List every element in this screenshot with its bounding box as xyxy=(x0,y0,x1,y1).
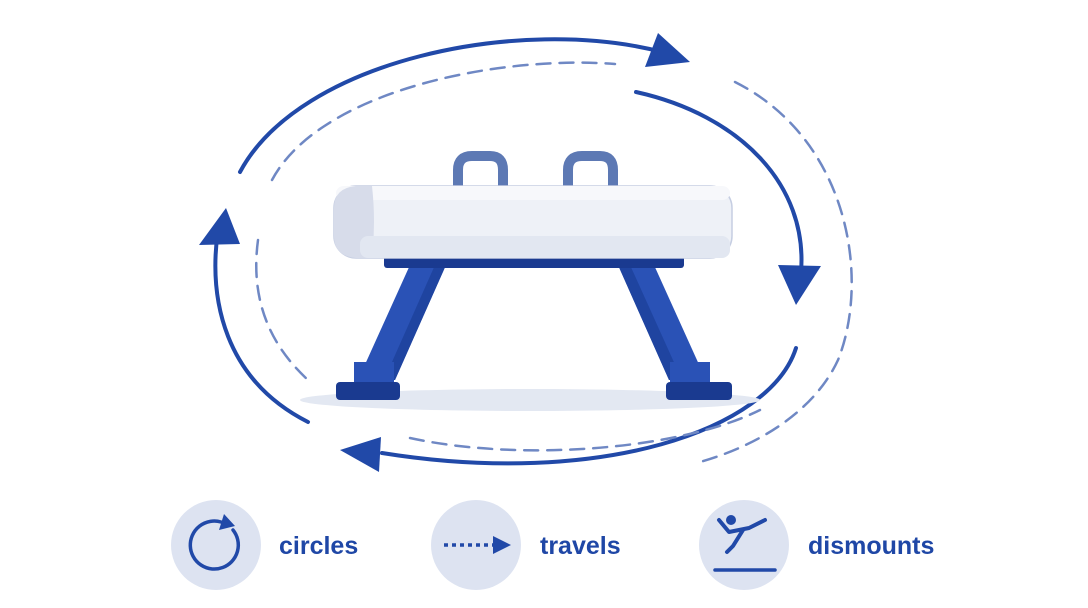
dashed-arrow-icon xyxy=(444,536,511,554)
floor-shadow xyxy=(300,389,760,411)
right-arc xyxy=(634,90,804,274)
solid-arrow-ring xyxy=(213,37,804,466)
pommel-handles xyxy=(453,151,618,193)
dashed-right-arc xyxy=(698,80,853,464)
left-arc xyxy=(213,228,310,424)
dashed-left-arc xyxy=(255,238,310,382)
bottom-arrowhead-icon xyxy=(340,437,381,472)
right-pommel xyxy=(563,151,618,193)
dashed-bottom-arc xyxy=(408,408,762,452)
pommel-horse xyxy=(333,151,733,400)
bottom-right-arc xyxy=(380,346,798,466)
gymnast-dismount-icon xyxy=(713,515,777,572)
top-arrowhead-icon xyxy=(645,33,690,67)
right-arrowhead-icon xyxy=(778,265,821,305)
legend-label-dismounts: dismounts xyxy=(808,532,935,560)
legend-label-circles: circles xyxy=(279,532,359,560)
arrowheads xyxy=(199,33,821,472)
travels-badge xyxy=(431,500,521,590)
dismounts-badge xyxy=(699,500,789,590)
left-pommel xyxy=(453,151,508,193)
dashed-travel-path xyxy=(255,61,853,464)
top-arc xyxy=(238,37,664,174)
left-leg xyxy=(336,265,446,400)
legend-label-travels: travels xyxy=(540,532,621,560)
left-arrowhead-icon xyxy=(199,208,240,245)
horse-underbeam xyxy=(384,256,684,268)
dashed-top-arc xyxy=(270,61,617,182)
circles-badge xyxy=(171,500,261,590)
circle-arrow-icon xyxy=(188,514,241,571)
right-leg xyxy=(618,265,732,400)
